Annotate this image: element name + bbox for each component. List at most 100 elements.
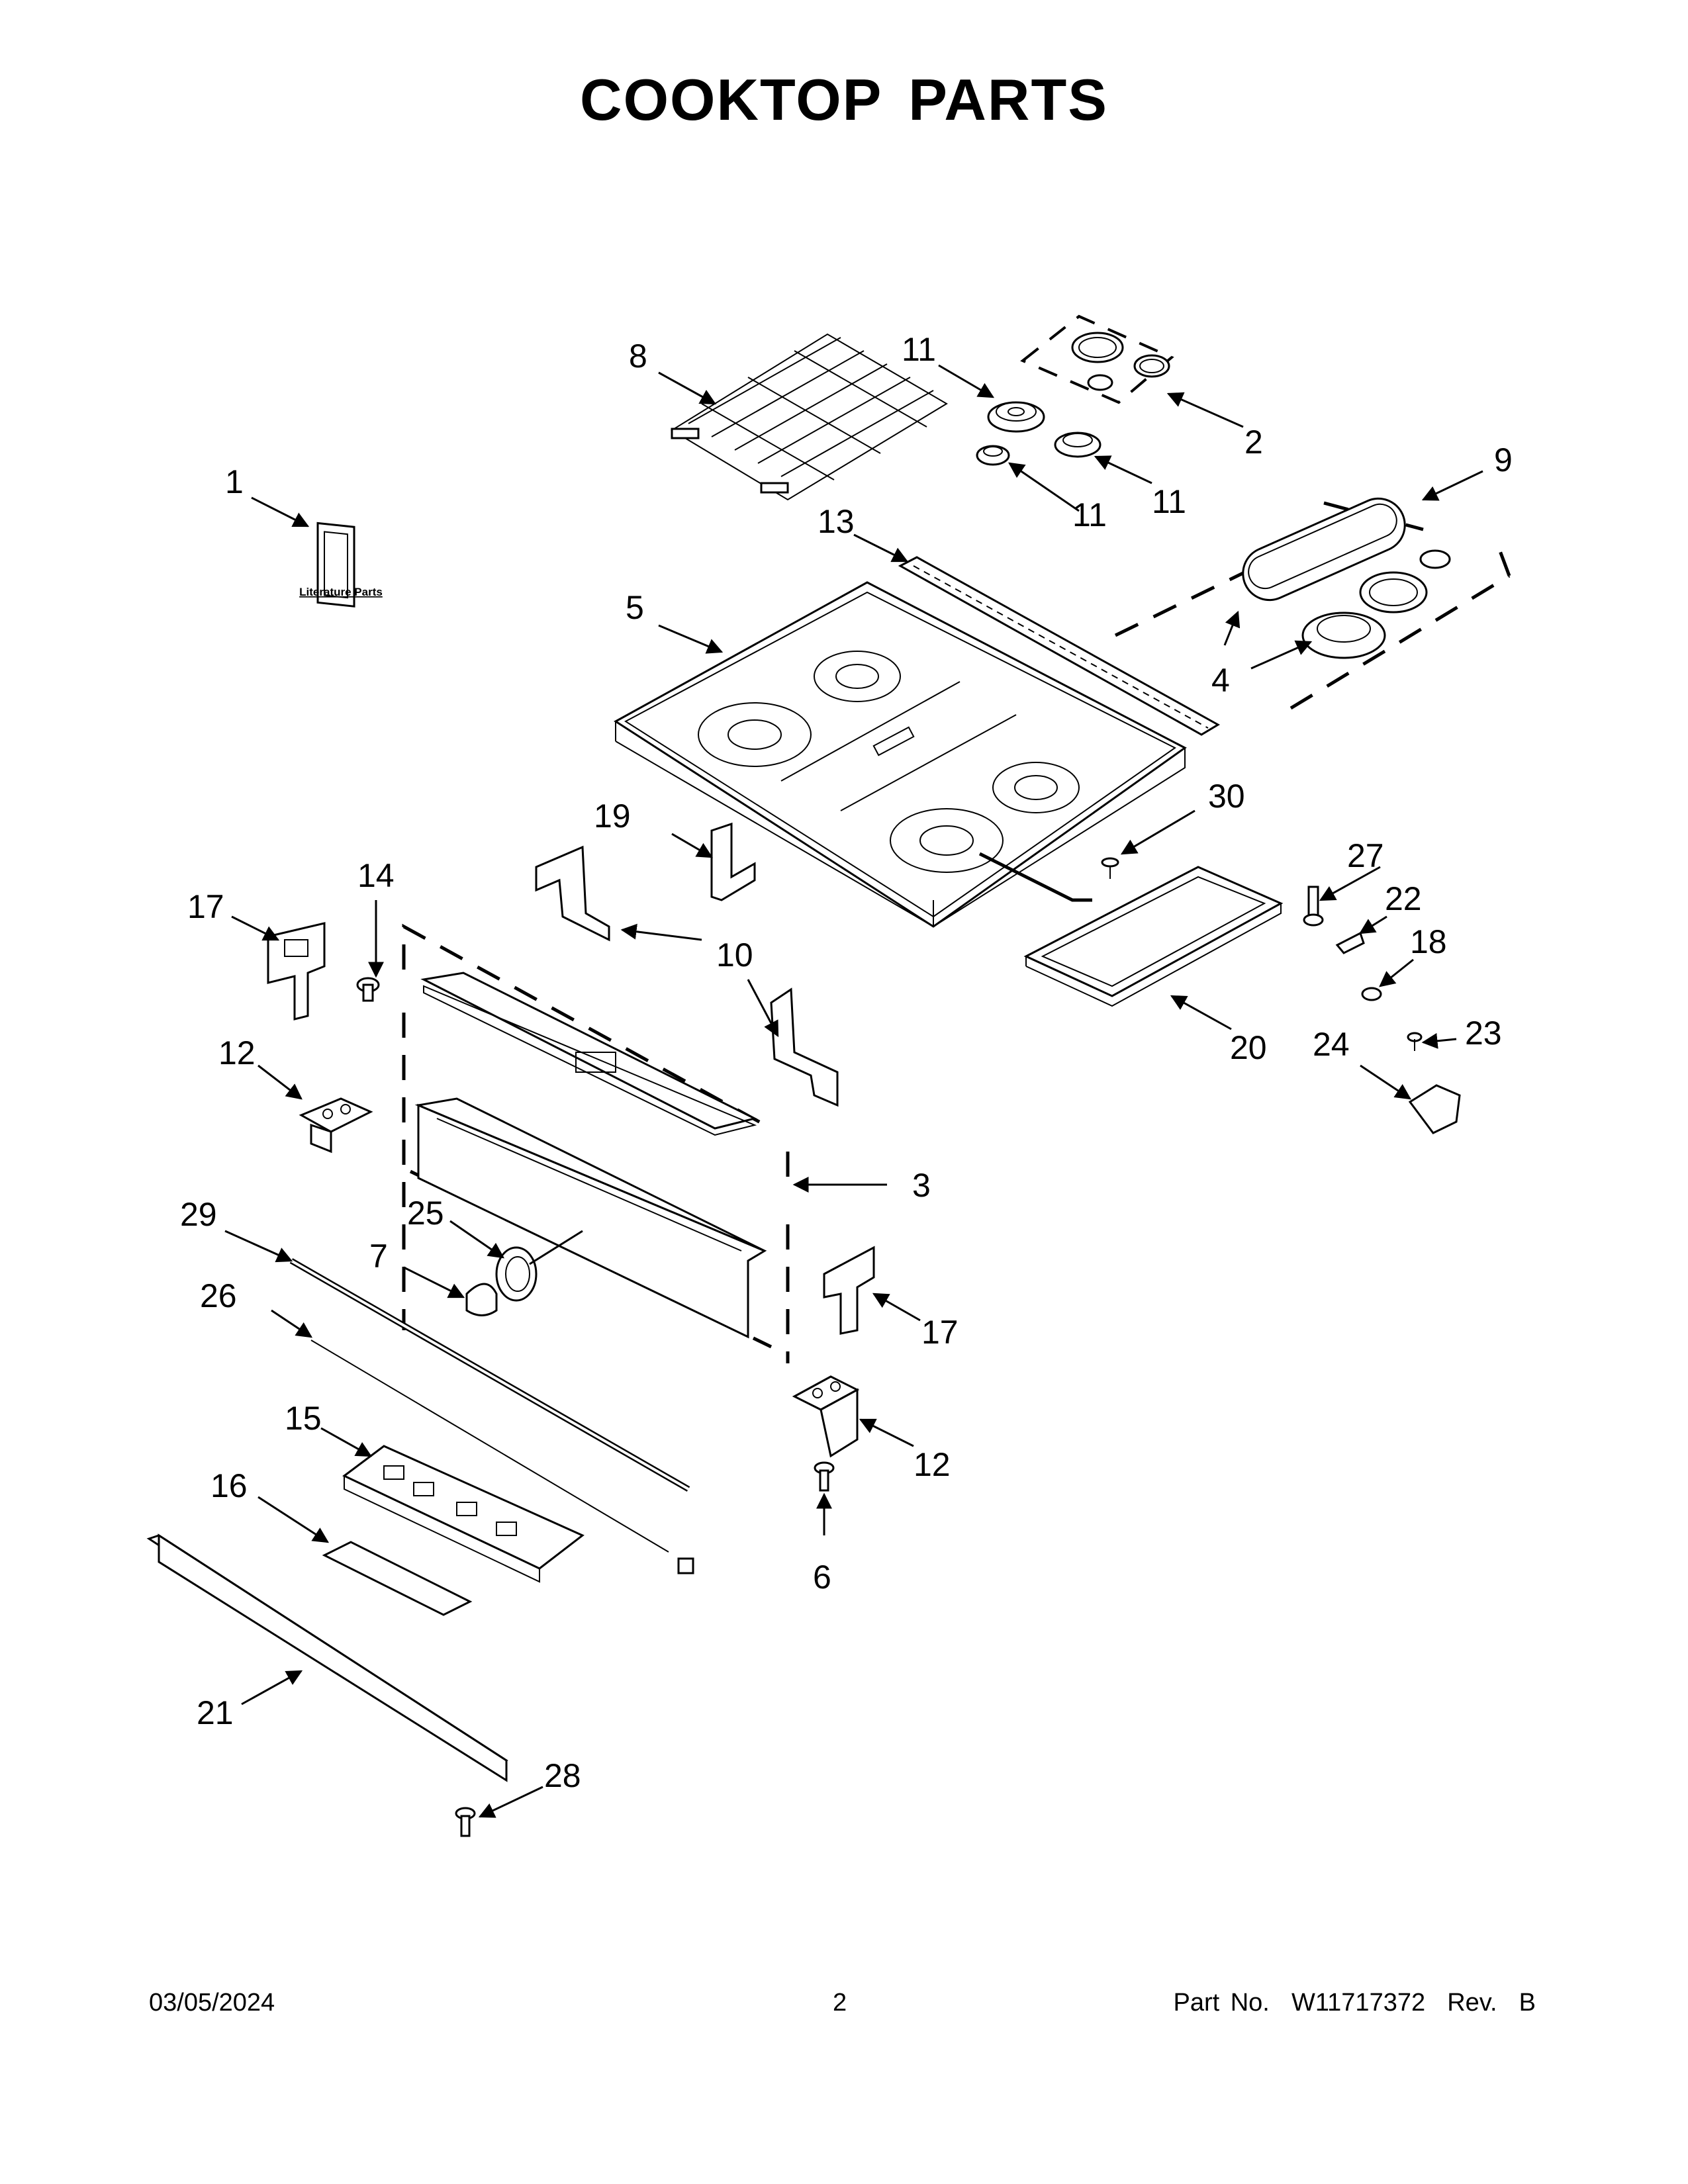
callout-13: 13 [818,503,855,540]
arrow-24 [1360,1064,1411,1100]
callout-11a: 11 [902,331,936,368]
clip-22-drawing [1335,931,1365,954]
callout-17a: 17 [187,888,224,925]
arrow-19 [671,833,714,858]
literature-parts-label: Literature Parts [299,586,383,598]
arrow-11a [938,364,995,398]
arrow-17b [872,1293,921,1322]
callout-30: 30 [1208,778,1245,815]
callout-18: 18 [1410,923,1447,960]
callout-20: 20 [1230,1029,1267,1066]
callout-4: 4 [1211,662,1230,699]
arrow-16 [258,1496,330,1543]
screw-23-drawing [1407,1032,1423,1051]
hinge-bracket-left-drawing [299,1097,373,1154]
arrow-11c [1094,455,1152,484]
arrow-7 [403,1266,465,1298]
screw-6-drawing [814,1461,835,1492]
callout-26: 26 [200,1277,237,1314]
arrow-18 [1379,958,1414,987]
callout-labels: 1 2 3 4 5 6 7 8 9 10 11 11 11 12 12 13 1… [180,331,1513,1794]
switch-left-drawing [267,922,326,1021]
callout-8: 8 [629,338,647,375]
arrow-29 [224,1230,293,1263]
arrow-9 [1421,470,1483,501]
arrow-8 [658,371,717,405]
board-bracket-drawing [322,1541,473,1616]
knob-ring-drawing [495,1230,583,1302]
callout-11c: 11 [1152,483,1186,520]
callout-29: 29 [180,1196,217,1233]
callout-22: 22 [1385,880,1422,917]
callout-14: 14 [357,857,395,894]
rear-vent-strip-drawing [898,556,1220,736]
footer-part-number: Part No. W11717372 Rev. B [1173,1989,1536,2017]
arrow-5 [658,624,724,654]
arrow-2 [1166,392,1244,428]
grommet-18-drawing [1361,987,1382,1001]
footer-date: 03/05/2024 [149,1989,275,2017]
front-trim-drawing [146,1533,508,1782]
callout-16: 16 [211,1467,248,1504]
arrow-12a [258,1064,303,1100]
callout-7: 7 [369,1238,388,1275]
arrow-22 [1358,915,1387,934]
arrow-28 [478,1786,543,1818]
callout-25: 25 [407,1195,444,1232]
arrow-26 [271,1309,312,1338]
callout-2: 2 [1244,424,1263,461]
arrow-25 [449,1220,504,1259]
screw-14-drawing [356,977,380,1002]
callout-12b: 12 [914,1446,951,1483]
igniter-27-drawing [1303,886,1324,927]
callout-27: 27 [1347,837,1384,874]
footer-page-number: 2 [833,1989,847,2017]
callout-28: 28 [544,1757,581,1794]
callout-17b: 17 [921,1314,959,1351]
callout-23: 23 [1465,1015,1502,1052]
arrow-30 [1120,809,1196,855]
arrow-19-to-10 [620,923,702,941]
arrow-12b [859,1418,914,1447]
screw-30-drawing [1101,857,1119,879]
callout-6: 6 [813,1559,831,1596]
screw-28-drawing [455,1807,476,1837]
cooktop-main-top-drawing [614,581,1187,928]
callout-3: 3 [912,1167,931,1204]
arrow-11b [1008,462,1080,512]
arrow-27 [1319,866,1381,901]
callout-10: 10 [716,936,753,974]
control-panel-assembly-drawing [402,923,790,1363]
leader-arrows [224,364,1483,1818]
arrow-4b [1250,640,1313,670]
callout-15: 15 [285,1400,322,1437]
oval-burner-group-drawing [1114,497,1511,710]
burner-heads-drawing [976,401,1102,466]
wire-26-drawing [310,1340,694,1574]
callout-1: 1 [225,463,244,500]
arrow-10 [747,979,779,1038]
callout-12a: 12 [218,1034,256,1071]
arrow-1 [251,496,310,527]
bracket-24-drawing [1408,1084,1461,1134]
hinge-bracket-right-drawing [792,1375,860,1458]
callout-19: 19 [594,797,631,835]
arrow-21 [241,1670,303,1706]
arrow-15 [320,1427,373,1457]
arrow-4a [1223,610,1241,646]
arrow-23 [1421,1032,1457,1049]
literature-parts-drawing: Literature Parts [299,522,383,608]
callout-24: 24 [1313,1026,1350,1063]
page-title: COOKTOP PARTS [580,67,1108,132]
callout-11b: 11 [1072,496,1107,533]
callout-9: 9 [1494,441,1513,478]
brackets-drawing [535,822,839,1107]
arrow-20 [1170,995,1232,1030]
callout-21: 21 [197,1694,234,1731]
callout-5: 5 [626,589,644,626]
knob-drawing [465,1283,498,1316]
drip-tray-drawing [1023,866,1284,1007]
display-panel-right-drawing [823,1246,875,1335]
